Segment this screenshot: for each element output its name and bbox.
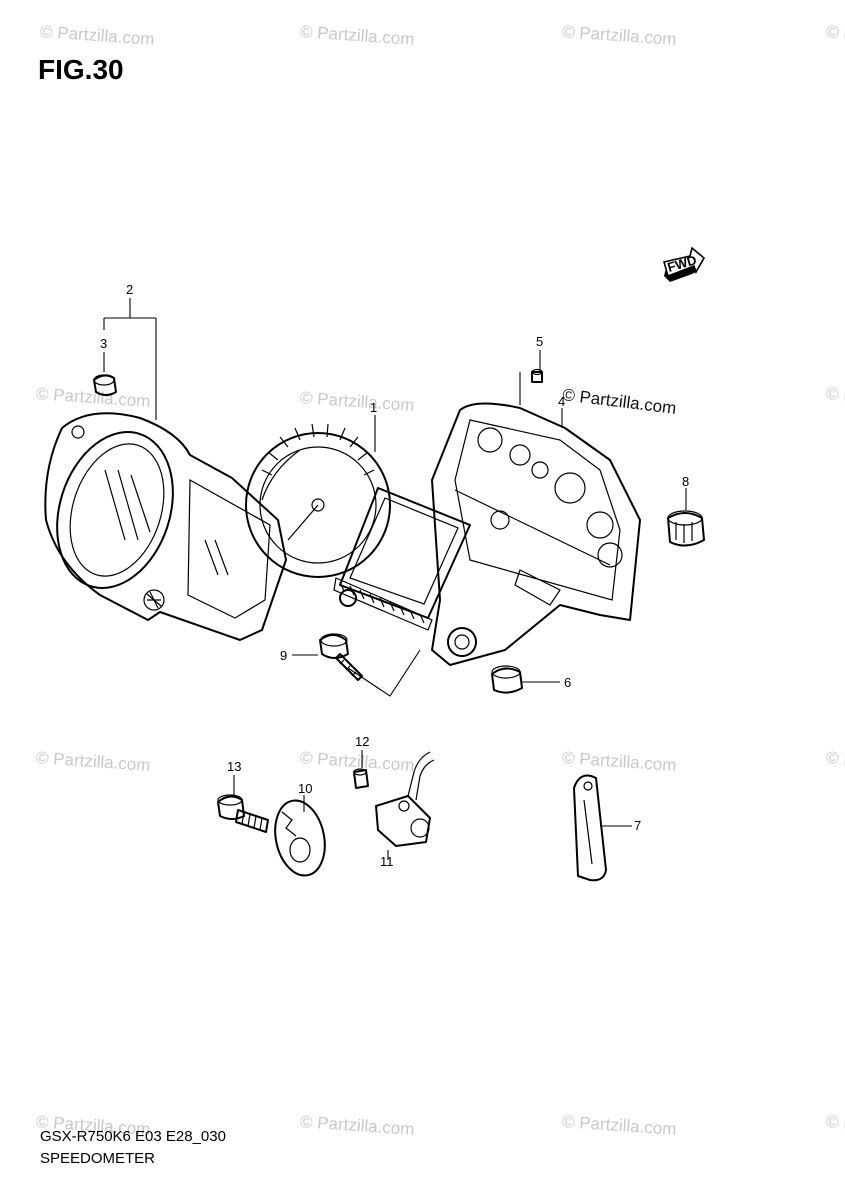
part-callouts: 2 3 1 5 4 8 6 9 12 13 10 11 7 bbox=[100, 282, 689, 869]
callout-2: 2 bbox=[126, 282, 133, 297]
callout-3: 3 bbox=[100, 336, 107, 351]
grommet bbox=[93, 374, 117, 396]
callout-8: 8 bbox=[682, 474, 689, 489]
callout-10: 10 bbox=[298, 781, 312, 796]
model-code: GSX-R750K6 E03 E28_030 bbox=[40, 1128, 226, 1145]
clamp bbox=[573, 774, 607, 882]
meter-front-cover bbox=[44, 412, 287, 641]
callout-6: 6 bbox=[564, 675, 571, 690]
fwd-arrow-icon: FWD bbox=[662, 246, 706, 282]
bolt bbox=[319, 633, 363, 681]
cushion bbox=[667, 510, 705, 547]
callout-7: 7 bbox=[634, 818, 641, 833]
figure-title: FIG.30 bbox=[38, 54, 124, 85]
sensor-rotor bbox=[274, 799, 326, 877]
callout-13: 13 bbox=[227, 759, 241, 774]
callout-11: 11 bbox=[380, 854, 394, 869]
callout-9: 9 bbox=[280, 648, 287, 663]
section-name: SPEEDOMETER bbox=[40, 1150, 156, 1167]
callout-5: 5 bbox=[536, 334, 543, 349]
meter-rear-case bbox=[431, 402, 641, 666]
callout-1: 1 bbox=[370, 400, 377, 415]
screw bbox=[353, 768, 369, 789]
leader-lines bbox=[103, 298, 687, 860]
bolt bbox=[217, 794, 269, 833]
callout-12: 12 bbox=[355, 734, 369, 749]
cushion bbox=[491, 665, 523, 694]
small-screw bbox=[531, 368, 543, 383]
callout-4: 4 bbox=[558, 394, 565, 409]
speed-sensor bbox=[375, 751, 435, 847]
